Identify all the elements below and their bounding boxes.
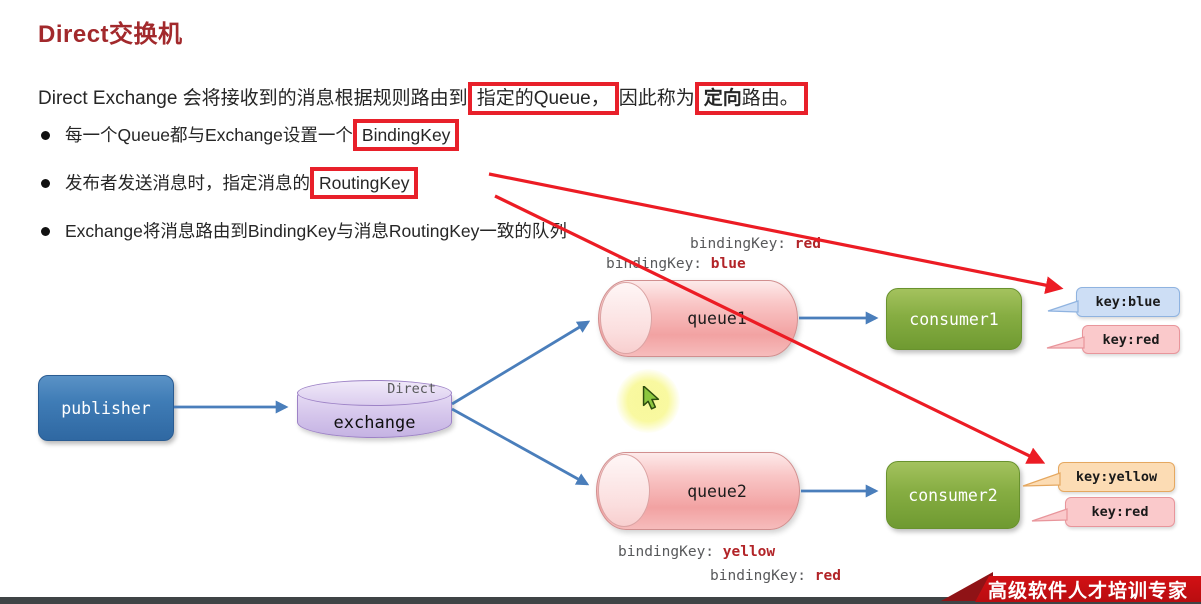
directed-routing-tail-text: 路由。	[741, 88, 799, 109]
tag-tail-blue	[1047, 300, 1079, 313]
tag-tail-red1	[1046, 336, 1085, 349]
queue2-node: queue2	[596, 452, 800, 530]
exchange-node: Direct exchange	[297, 380, 452, 438]
annotation-arrow-routingkey-to-keyblue	[488, 172, 1064, 294]
consumer1-node: consumer1	[886, 288, 1022, 350]
intro-text-pre: Direct Exchange 会将接收到的消息根据规则路由到	[38, 88, 468, 109]
binding-value: yellow	[722, 544, 776, 560]
highlight-specified-queue-text: 指定的Queue，	[476, 88, 610, 109]
binding-name: bindingKey:	[690, 236, 795, 252]
bullet-route-match-text: Exchange将消息路由到BindingKey与消息RoutingKey一致的…	[65, 221, 567, 241]
directed-routing-bold-text: 定向	[703, 88, 742, 109]
bullet-route-match: Exchange将消息路由到BindingKey与消息RoutingKey一致的…	[38, 220, 567, 243]
highlight-box-bindingkey: BindingKey	[352, 119, 460, 151]
key-tag-yellow: key:yellow	[1058, 462, 1175, 492]
consumer2-node: consumer2	[886, 461, 1020, 529]
consumer1-label: consumer1	[909, 309, 999, 329]
consumer2-label: consumer2	[908, 485, 998, 505]
bindingkey-boxed-text: BindingKey	[361, 125, 451, 145]
key-tag-red-1: key:red	[1082, 325, 1180, 354]
tag-tail-red2	[1031, 508, 1068, 522]
queue1-label: queue1	[687, 309, 747, 328]
intro-text-mid: 因此称为	[618, 88, 695, 109]
publisher-node: publisher	[38, 375, 174, 441]
key-tag-red2-label: key:red	[1091, 504, 1149, 520]
routingkey-boxed-text: RoutingKey	[319, 173, 410, 193]
key-tag-blue-label: key:blue	[1095, 294, 1161, 310]
bullet-list: 每一个Queue都与Exchange设置一个 BindingKey 发布者发送消息…	[38, 119, 567, 268]
binding-name: bindingKey:	[618, 544, 723, 560]
highlight-box-specified-queue: 指定的Queue，	[467, 82, 619, 115]
binding-name: bindingKey:	[710, 568, 815, 584]
arrow-exchange-to-queue2	[451, 407, 590, 486]
exchange-label: exchange	[333, 413, 416, 433]
queue2-cylinder-face	[598, 454, 650, 527]
binding-label-queue1-blue: bindingKey: blue	[606, 256, 746, 272]
key-tag-blue: key:blue	[1076, 287, 1180, 317]
queue2-label: queue2	[687, 481, 747, 501]
exchange-type-label: Direct	[387, 381, 436, 397]
bullet-bindingkey-text: 每一个Queue都与Exchange设置一个	[65, 125, 353, 145]
binding-label-queue1-red: bindingKey: red	[690, 236, 821, 252]
brand-banner: 高级软件人才培训专家	[975, 576, 1201, 602]
highlight-box-routingkey: RoutingKey	[310, 167, 419, 199]
binding-value: red	[814, 568, 841, 584]
intro-paragraph: Direct Exchange 会将接收到的消息根据规则路由到指定的Queue，…	[38, 82, 938, 115]
bottom-bar	[0, 597, 1201, 604]
binding-label-queue2-red: bindingKey: red	[710, 568, 841, 584]
binding-label-queue2-yellow: bindingKey: yellow	[618, 544, 775, 560]
brand-slogan: 高级软件人才培训专家	[987, 580, 1188, 602]
key-tag-red1-label: key:red	[1102, 331, 1160, 348]
exchange-cylinder-top	[297, 380, 452, 406]
binding-value: blue	[710, 256, 746, 272]
queue1-node: queue1	[598, 280, 798, 357]
highlight-box-directed-routing: 定向路由。	[694, 82, 808, 115]
binding-value: red	[794, 236, 821, 252]
arrow-exchange-to-queue1	[451, 320, 591, 406]
bullet-bindingkey: 每一个Queue都与Exchange设置一个 BindingKey	[38, 119, 567, 151]
publisher-label: publisher	[61, 398, 151, 418]
tag-tail-yellow	[1022, 472, 1061, 487]
bullet-routingkey-text: 发布者发送消息时，指定消息的	[65, 173, 310, 193]
bullet-routingkey: 发布者发送消息时，指定消息的 RoutingKey	[38, 167, 567, 199]
key-tag-red-2: key:red	[1065, 497, 1175, 527]
key-tag-yellow-label: key:yellow	[1075, 469, 1158, 485]
page-title: Direct交换机	[38, 21, 183, 48]
cursor-icon	[642, 386, 660, 410]
binding-name: bindingKey:	[606, 256, 711, 272]
